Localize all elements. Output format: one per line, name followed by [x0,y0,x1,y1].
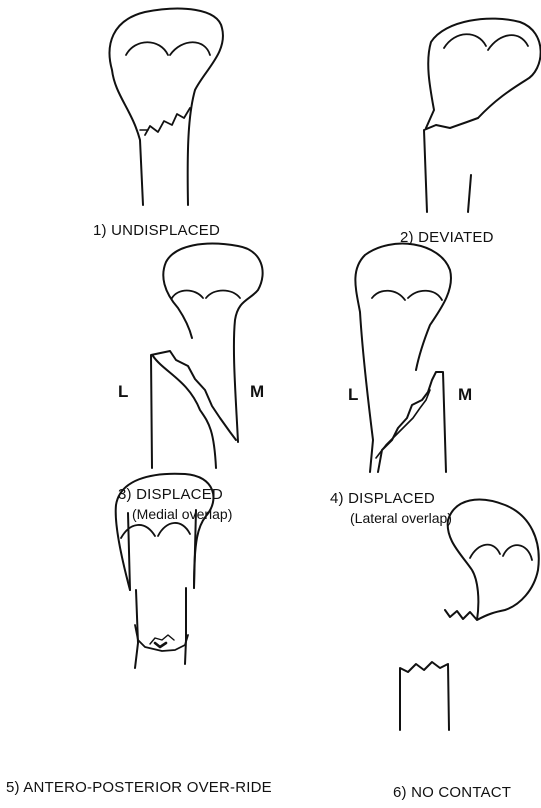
label-medial-3: M [250,382,264,402]
caption-no-contact: 6) NO CONTACT [393,784,511,801]
caption-undisplaced: 1) UNDISPLACED [93,222,220,239]
label-medial-4: M [458,385,472,405]
label-lateral-4: L [348,385,358,405]
bone-deviated [424,19,541,212]
label-lateral-3: L [118,382,128,402]
subcaption-lateral-overlap: (Lateral overlap) [350,510,452,526]
subcaption-medial-overlap: (Medial overlap) [132,506,232,522]
bone-medial-overlap [151,244,263,468]
bone-undisplaced [110,9,223,205]
caption-medial-overlap: 3) DISPLACED [118,486,223,503]
bone-no-contact [400,500,539,730]
caption-over-ride: 5) ANTERO-POSTERIOR OVER-RIDE [6,779,272,796]
caption-deviated: 2) DEVIATED [400,229,494,246]
caption-lateral-overlap: 4) DISPLACED [330,490,435,507]
bone-lateral-overlap [355,244,451,472]
